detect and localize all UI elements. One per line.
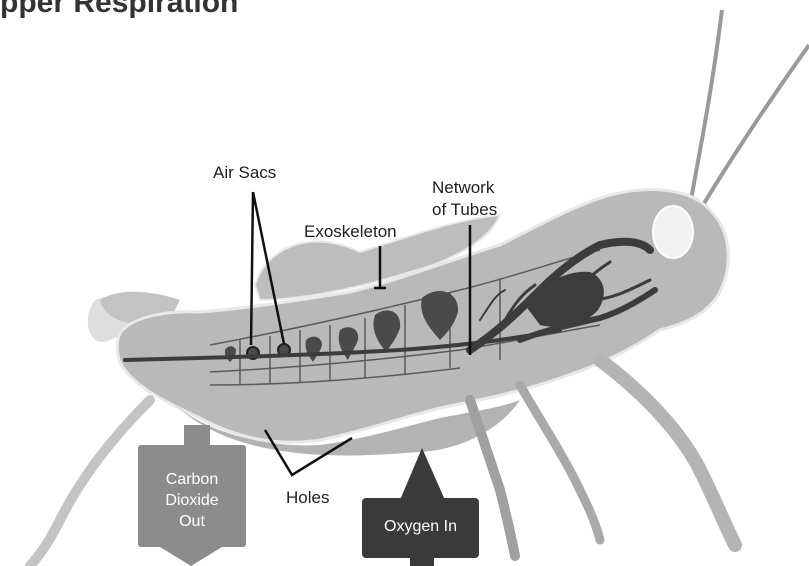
rear-leg-bottom [30,400,150,566]
exoskeleton-label: Exoskeleton [304,222,397,242]
air-sacs-label: Air Sacs [213,163,276,183]
network-label-line2: of Tubes [432,200,497,220]
network-label-line1: Network [432,178,494,198]
oxygen-arrow [362,448,479,566]
co2-label-line3: Out [138,512,246,532]
grasshopper-body [117,190,728,443]
co2-label-line2: Dioxide [138,491,246,511]
holes-label: Holes [286,488,329,508]
co2-label-line1: Carbon [138,470,246,490]
oxygen-label: Oxygen In [362,517,479,537]
front-leg-2 [600,360,735,545]
antenna-right [700,45,809,210]
eye [653,206,693,258]
antenna-left [690,10,722,205]
front-leg-1 [520,385,600,540]
